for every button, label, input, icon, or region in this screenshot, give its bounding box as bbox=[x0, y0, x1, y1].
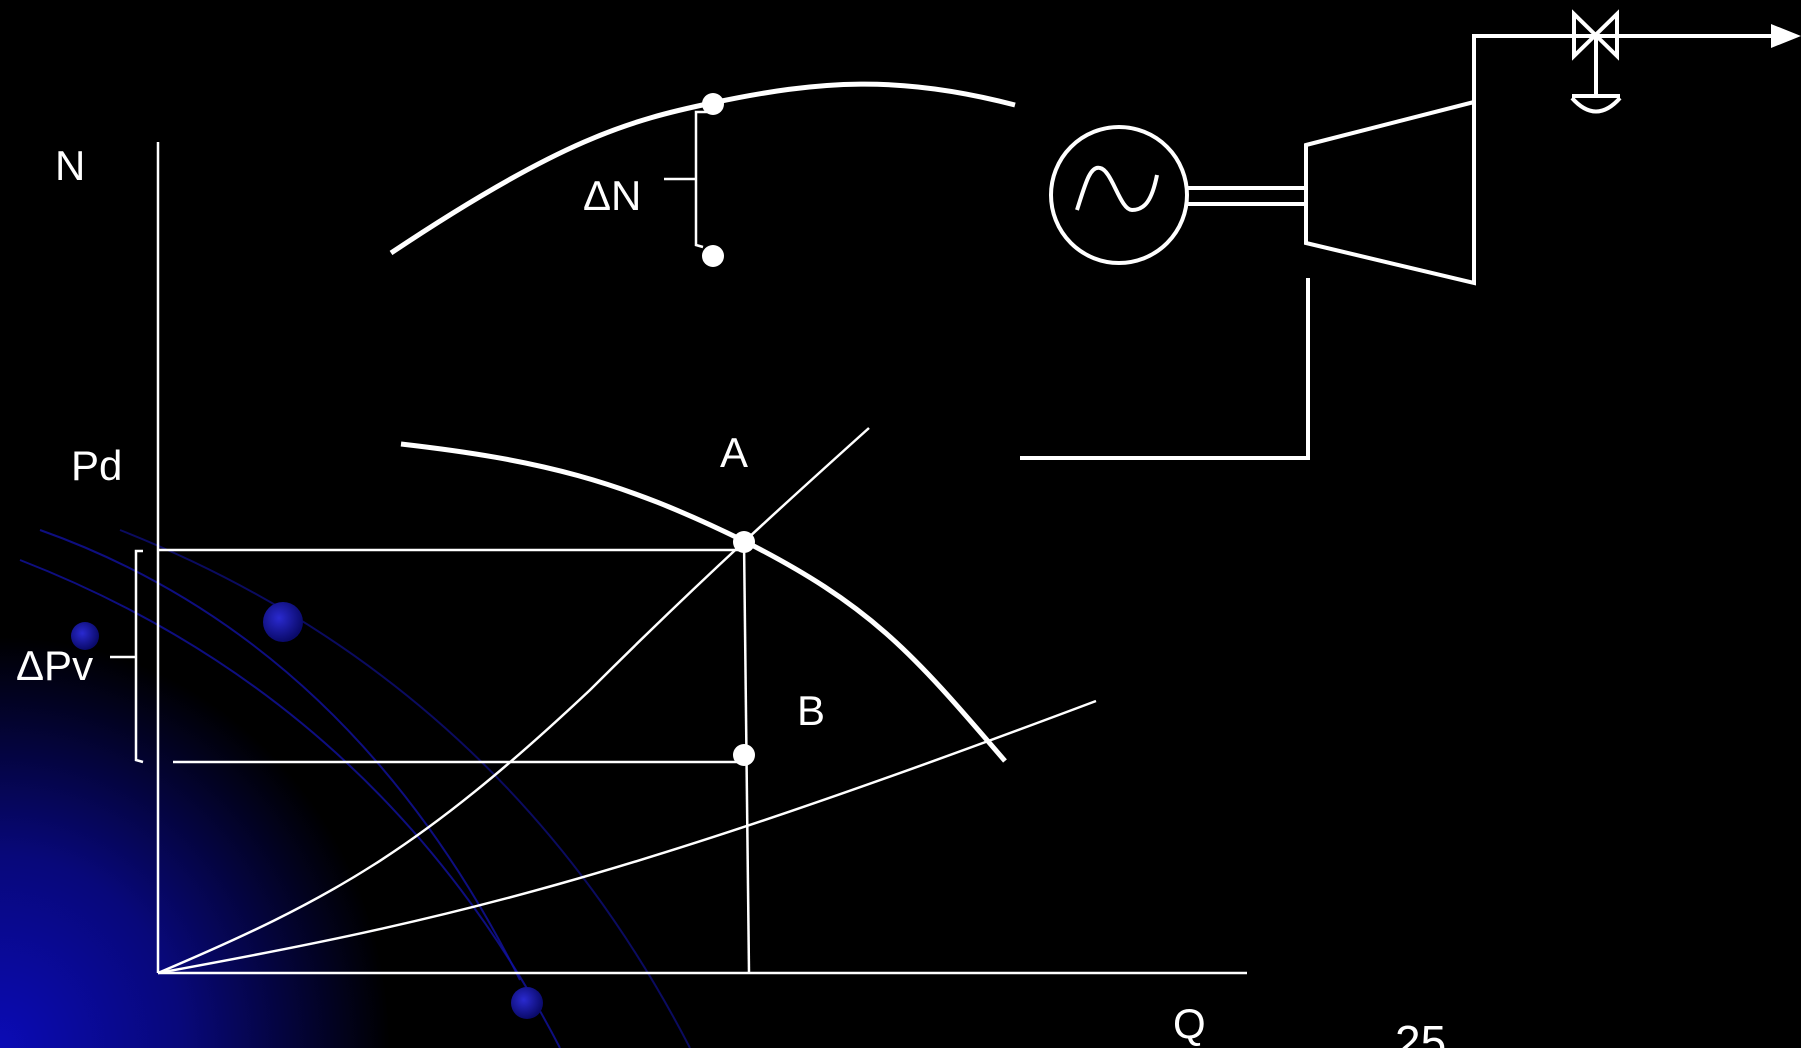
system-curve-original bbox=[157, 699, 1097, 975]
delta-pv-bracket bbox=[110, 549, 144, 764]
delta-pv-label: ΔPv bbox=[16, 642, 93, 689]
valve-icon bbox=[1570, 9, 1622, 114]
slide-number: 25 bbox=[1395, 1016, 1446, 1048]
n-axis-label: N bbox=[55, 142, 85, 189]
power-point-upper bbox=[702, 93, 724, 115]
chart-axes bbox=[156, 142, 1247, 975]
operating-point-a bbox=[733, 531, 755, 553]
delta-n-label: ΔN bbox=[583, 172, 641, 219]
discharge-pipe bbox=[1472, 34, 1778, 102]
point-a-label: A bbox=[720, 429, 748, 476]
shaft bbox=[1187, 186, 1306, 206]
power-point-lower bbox=[702, 245, 724, 267]
suction-pipe bbox=[1020, 278, 1310, 460]
operating-point-b bbox=[733, 744, 755, 766]
point-b-label: B bbox=[797, 687, 825, 734]
pd-axis-label: Pd bbox=[71, 442, 122, 489]
piping bbox=[1020, 34, 1778, 460]
arrow-right-icon bbox=[1771, 24, 1801, 48]
q-axis-label: Q bbox=[1173, 1000, 1206, 1047]
delta-n-bracket bbox=[664, 110, 711, 249]
generator-sine-icon bbox=[1049, 125, 1189, 265]
pump-icon bbox=[1304, 99, 1476, 286]
system-curve-throttled bbox=[157, 427, 870, 975]
